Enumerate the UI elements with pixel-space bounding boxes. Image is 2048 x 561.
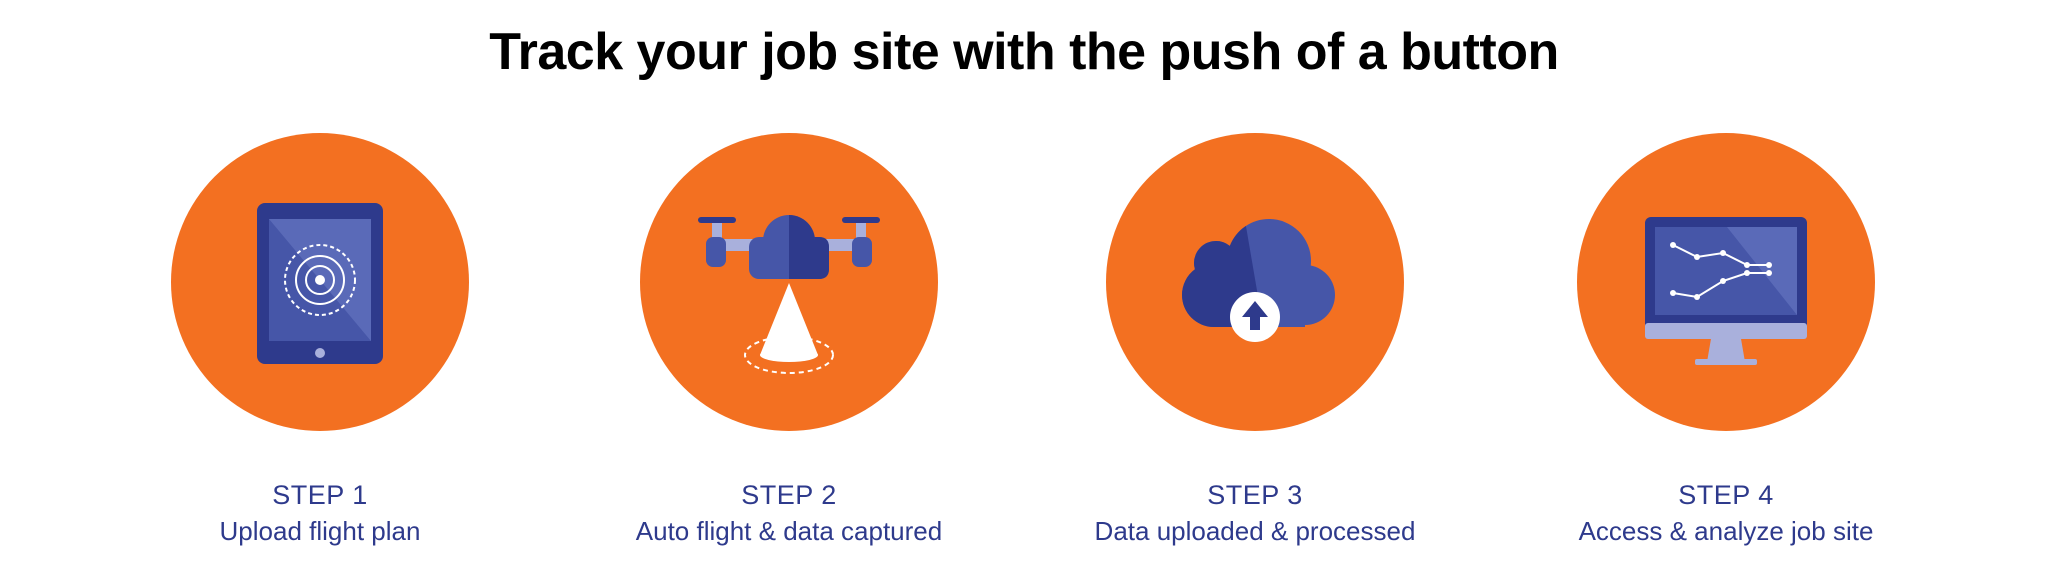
step-3-label: STEP 3 <box>1207 480 1303 510</box>
drone-icon <box>698 215 880 374</box>
cloud-upload-icon <box>1182 219 1335 342</box>
step-3-description: Data uploaded & processed <box>1094 516 1416 546</box>
step-1-label: STEP 1 <box>272 480 368 510</box>
step-4-circle <box>1577 133 1875 431</box>
step-3: STEP 3 Data uploaded & processed <box>1045 133 1465 547</box>
step-2-description: Auto flight & data captured <box>635 516 943 546</box>
step-3-circle <box>1106 133 1404 431</box>
step-2-circle <box>640 133 938 431</box>
step-4-description: Access & analyze job site <box>1578 516 1874 546</box>
step-4-label: STEP 4 <box>1678 480 1774 510</box>
step-2: STEP 2 Auto flight & data captured <box>579 133 999 547</box>
page-title: Track your job site with the push of a b… <box>489 23 1559 81</box>
step-2-label: STEP 2 <box>741 480 837 510</box>
step-1-description: Upload flight plan <box>219 516 421 546</box>
step-4: STEP 4 Access & analyze job site <box>1516 133 1936 547</box>
step-1-circle <box>171 133 469 431</box>
step-1: STEP 1 Upload flight plan <box>110 133 530 547</box>
monitor-chart-icon <box>1645 217 1807 365</box>
tablet-icon <box>257 203 383 364</box>
